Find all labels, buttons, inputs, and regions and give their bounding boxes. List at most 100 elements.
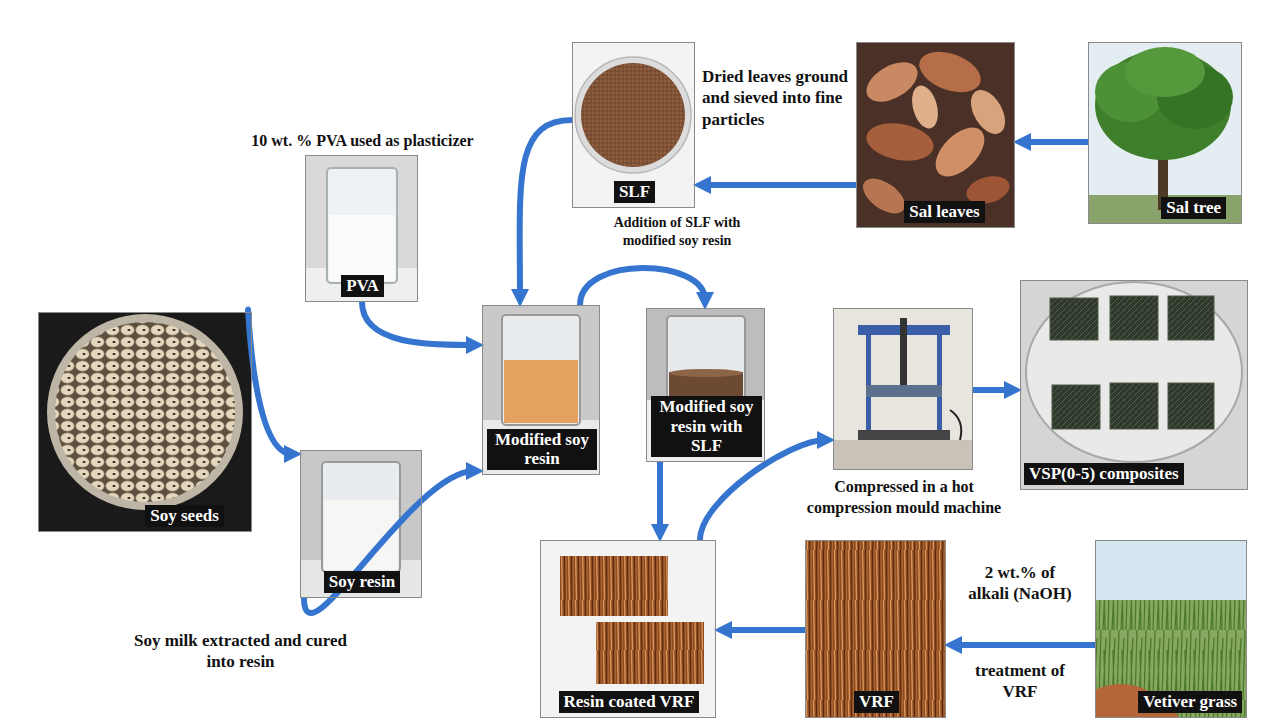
modified-resin-beaker-photo — [482, 420, 600, 475]
soy-resin-beaker-photo — [300, 450, 422, 598]
photo-label: PVA — [341, 275, 384, 297]
photo-label: Modified soy resin — [487, 429, 597, 470]
flow-arrow — [1023, 139, 1088, 145]
photo-box: VSP(0-5) composites — [1020, 280, 1248, 490]
sal-leaves-photo — [856, 42, 1015, 228]
vetiver-grass-photo — [1095, 540, 1247, 718]
compression-machine-photo — [833, 440, 973, 470]
soy-seeds-photo — [55, 322, 235, 502]
vsp-composites-photo — [1020, 280, 1248, 490]
flow-arrow — [362, 302, 474, 345]
photo-box: Modified soy resin — [482, 305, 600, 475]
photo-box: Vetiver grass — [1095, 540, 1247, 718]
sal-leaves-photo — [857, 172, 911, 221]
modified-resin-beaker-photo — [502, 315, 580, 425]
compression-machine-photo — [866, 330, 871, 430]
caption-text: Compressed in a hot compression mould ma… — [794, 477, 1014, 519]
heading-text: 10 wt. % PVA used as plasticizer — [248, 131, 478, 151]
vsp-composites-photo — [1052, 385, 1100, 429]
photo-label: Vetiver grass — [1138, 691, 1242, 713]
slf-powder-photo — [572, 42, 695, 208]
vsp-composites-photo — [1050, 298, 1098, 340]
photo-box: Soy seeds — [38, 312, 252, 532]
sal-tree-photo — [1088, 42, 1242, 224]
flow-arrow — [703, 182, 856, 188]
soy-seeds-photo — [38, 312, 252, 532]
resin-with-slf-beaker-photo — [669, 369, 743, 377]
note-label: 2 wt.% of alkali (NaOH) — [965, 562, 1075, 605]
resin-coated-fibre-photo — [596, 622, 704, 684]
sal-leaves-photo — [856, 42, 1015, 228]
pva-beaker-photo — [327, 168, 397, 283]
flow-arrow — [304, 471, 474, 613]
modified-resin-beaker-photo — [504, 360, 578, 423]
resin-coated-fibre-photo — [540, 540, 716, 718]
compression-machine-photo — [833, 308, 973, 470]
photo-box: Soy resin — [300, 450, 422, 598]
edge-label: Addition of SLF with modified soy resin — [592, 214, 762, 249]
modified-resin-beaker-photo — [482, 305, 600, 475]
vetiver-root-fibre-photo — [805, 540, 946, 718]
vetiver-root-fibre-photo — [805, 540, 946, 718]
slf-powder-photo — [575, 57, 691, 173]
vsp-composites-photo — [1168, 296, 1214, 340]
resin-coated-fibre-photo — [560, 556, 668, 616]
slf-powder-photo — [581, 63, 685, 167]
soy-resin-beaker-photo — [322, 462, 400, 572]
compression-machine-photo — [866, 385, 942, 397]
photo-label: Modified soy resin with SLF — [651, 396, 762, 457]
vsp-composites-photo — [1110, 383, 1158, 429]
soy-resin-beaker-photo — [300, 450, 422, 598]
sal-leaves-photo — [927, 119, 993, 185]
sal-tree-photo — [1088, 195, 1242, 224]
edge-label: Soy milk extracted and cured into resin — [133, 630, 348, 673]
sal-tree-photo — [1125, 47, 1205, 97]
pva-beaker-photo — [305, 155, 418, 302]
flow-arrow — [248, 309, 292, 454]
vsp-composites-photo — [1110, 296, 1158, 340]
photo-box: 10 wt. % PVA used as plasticizerPVA — [305, 155, 418, 302]
photo-box: Sal tree — [1088, 42, 1242, 224]
photo-label: Soy resin — [324, 571, 400, 593]
photo-label: VRF — [854, 691, 899, 713]
photo-label: Soy seeds — [145, 505, 223, 527]
sal-tree-photo — [1088, 42, 1242, 224]
compression-machine-photo — [858, 430, 950, 440]
vetiver-grass-photo — [1095, 540, 1247, 718]
photo-label: Sal tree — [1161, 197, 1226, 219]
flow-arrow — [580, 268, 705, 305]
flow-arrow — [520, 120, 572, 297]
compression-machine-photo — [833, 308, 973, 470]
slf-powder-photo — [572, 42, 695, 208]
flow-arrow — [724, 627, 805, 633]
flow-arrow — [954, 642, 1095, 648]
vsp-composites-photo — [1020, 280, 1248, 490]
photo-box: Modified soy resin with SLF — [646, 308, 765, 462]
modified-resin-beaker-photo — [482, 305, 600, 475]
compression-machine-photo — [937, 330, 942, 430]
edge-label: Dried leaves ground and sieved into fine… — [702, 66, 852, 130]
photo-box: SLF — [572, 42, 695, 208]
photo-box: Compressed in a hot compression mould ma… — [833, 308, 973, 470]
vsp-composites-photo — [1026, 282, 1242, 462]
resin-coated-fibre-photo — [540, 540, 716, 718]
compression-machine-photo — [950, 410, 961, 440]
vetiver-grass-photo — [1095, 600, 1247, 718]
photo-box: VRF — [805, 540, 946, 718]
soy-seeds-photo — [47, 314, 243, 510]
flow-arrow — [973, 387, 1012, 393]
photo-label: Sal leaves — [904, 201, 984, 223]
pva-beaker-photo — [305, 155, 418, 302]
photo-label: Resin coated VRF — [559, 691, 700, 713]
vsp-composites-photo — [1168, 383, 1214, 429]
photo-label: VSP(0-5) composites — [1024, 463, 1184, 485]
photo-label: SLF — [614, 181, 655, 203]
compression-machine-photo — [900, 318, 907, 385]
photo-box: Resin coated VRF — [540, 540, 716, 718]
soy-seeds-photo — [38, 312, 252, 532]
sal-leaves-photo — [908, 83, 943, 132]
resin-with-slf-beaker-photo — [646, 308, 765, 462]
